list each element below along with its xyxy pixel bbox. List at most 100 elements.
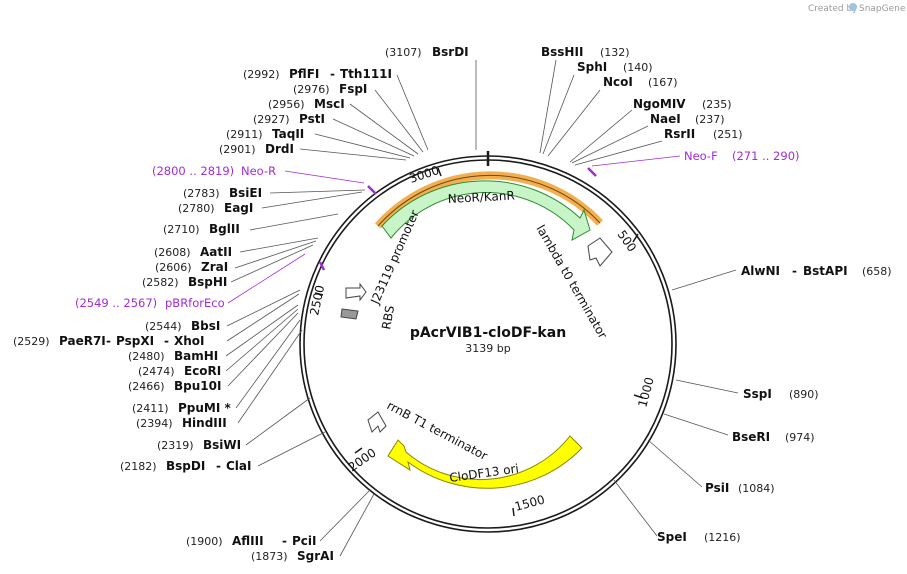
site-pos: (132): [600, 46, 630, 59]
site-name[interactable]: NcoI: [603, 75, 633, 89]
ruler-label-1500: 1500: [513, 492, 546, 513]
site-pos: (2780): [178, 202, 215, 215]
site-name[interactable]: SgrAI: [297, 549, 334, 563]
site-separator: -: [216, 459, 221, 473]
site-name-alt[interactable]: Tth111I: [340, 67, 392, 81]
neor-kanr-label: NeoR/KanR: [447, 189, 515, 206]
lambda-t0-terminator-feature: [587, 237, 613, 267]
site-name[interactable]: PsiI: [705, 481, 729, 495]
ruler-ticks: [314, 167, 644, 517]
site-name[interactable]: BamHI: [174, 349, 218, 363]
site-pos: (2529): [13, 335, 50, 348]
site-name[interactable]: EagI: [224, 201, 253, 215]
j23119-promoter-feature: [345, 282, 367, 302]
site-name[interactable]: Bpu10I: [174, 379, 221, 393]
site-name[interactable]: BglII: [209, 222, 240, 236]
site-name[interactable]: SpeI: [657, 530, 687, 544]
sites-right: BssHII (132) SphI (140) NcoI (167) NgoMI…: [541, 45, 892, 544]
ruler-label-500: 500: [615, 228, 640, 255]
rbs-feature: [340, 308, 359, 320]
rbs-label: RBS: [379, 304, 397, 330]
site-name-alt[interactable]: BstAPI: [803, 264, 848, 278]
plasmid-name: pAcrVIB1-cloDF-kan: [410, 325, 566, 341]
site-name-alt[interactable]: ClaI: [226, 459, 251, 473]
site-pos: (2544): [145, 320, 182, 333]
primer-range: (2800 .. 2819): [152, 164, 234, 178]
site-pos: (251): [713, 128, 743, 141]
site-name-alt[interactable]: PspXI: [116, 334, 154, 348]
site-name[interactable]: BssHII: [541, 45, 583, 59]
site-pos: (1084): [738, 482, 775, 495]
site-pos: (2976): [293, 83, 330, 96]
rrnb-t1-terminator-feature: [367, 411, 387, 433]
site-pos: (237): [695, 113, 725, 126]
site-name[interactable]: BspHI: [188, 275, 227, 289]
primer-name[interactable]: Neo-R: [241, 164, 276, 178]
site-pos: (2911): [226, 128, 263, 141]
site-leaders: [225, 59, 739, 557]
site-pos: (2394): [136, 417, 173, 430]
site-pos: (658): [862, 265, 892, 278]
site-name[interactable]: SphI: [577, 60, 607, 74]
credit-brand: SnapGene: [859, 4, 906, 14]
credit-prefix: Created by: [808, 4, 858, 14]
site-name[interactable]: NgoMIV: [633, 97, 686, 111]
site-name[interactable]: EcoRI: [184, 364, 221, 378]
site-name[interactable]: MscI: [314, 97, 345, 111]
site-name[interactable]: PstI: [299, 112, 325, 126]
site-pos: (2992): [243, 68, 280, 81]
site-name-alt2[interactable]: XhoI: [174, 334, 205, 348]
site-pos: (2710): [163, 223, 200, 236]
site-pos: (2480): [128, 350, 165, 363]
site-separator: -: [282, 534, 287, 548]
site-pos: (1216): [704, 531, 741, 544]
site-name[interactable]: PaeR7I: [59, 334, 106, 348]
site-name[interactable]: AflIII: [232, 534, 264, 548]
plasmid-length: 3139 bp: [465, 342, 510, 355]
site-name-alt[interactable]: PciI: [292, 534, 317, 548]
site-name[interactable]: BsrDI: [432, 45, 469, 59]
site-separator: -: [164, 334, 169, 348]
site-pos: (2466): [128, 380, 165, 393]
site-name[interactable]: AatII: [200, 245, 232, 259]
site-separator: -: [106, 334, 111, 348]
primer-leaders: [227, 155, 681, 304]
ruler-label-2500: 2500: [307, 284, 327, 317]
site-name[interactable]: PpuMI *: [178, 401, 232, 415]
site-pos: (2606): [155, 261, 192, 274]
site-name[interactable]: BsiWI: [203, 438, 241, 452]
site-pos: (2182): [120, 460, 157, 473]
site-name[interactable]: PflFI: [289, 67, 319, 81]
ruler-label-1000: 1000: [635, 376, 656, 409]
site-name[interactable]: BbsI: [191, 319, 220, 333]
site-name[interactable]: BseRI: [732, 430, 770, 444]
site-name[interactable]: AlwNI: [741, 264, 780, 278]
site-pos: (2927): [253, 113, 290, 126]
snapgene-logo-icon: [849, 3, 857, 11]
ruler-label-2000: 2000: [346, 445, 379, 474]
site-name[interactable]: NaeI: [650, 112, 681, 126]
site-pos: (3107): [385, 46, 422, 59]
primer-name[interactable]: Neo-F: [684, 149, 718, 163]
site-pos: (2411): [132, 402, 169, 415]
neor-kanr-feature: [381, 180, 591, 241]
site-pos: (2783): [183, 187, 220, 200]
site-pos: (2474): [138, 365, 175, 378]
site-name[interactable]: BsiEI: [229, 186, 262, 200]
primer-name[interactable]: pBRforEco: [165, 296, 225, 310]
site-name[interactable]: ZraI: [201, 260, 228, 274]
site-pos: (2582): [142, 276, 179, 289]
site-name[interactable]: BspDI: [166, 459, 205, 473]
site-pos: (2608): [154, 246, 191, 259]
neor-highlight-edge: [377, 174, 601, 227]
site-separator: -: [330, 67, 335, 81]
site-name[interactable]: DrdI: [265, 142, 294, 156]
sites-left: (3107) BsrDI (2992) PflFI - Tth111I (297…: [13, 45, 469, 563]
site-name[interactable]: HindIII: [182, 416, 227, 430]
site-name[interactable]: SspI: [743, 387, 772, 401]
site-name[interactable]: TaqII: [272, 127, 304, 141]
primer-range: (271 .. 290): [732, 149, 800, 163]
site-name[interactable]: RsrII: [664, 127, 695, 141]
site-name[interactable]: FspI: [339, 82, 367, 96]
